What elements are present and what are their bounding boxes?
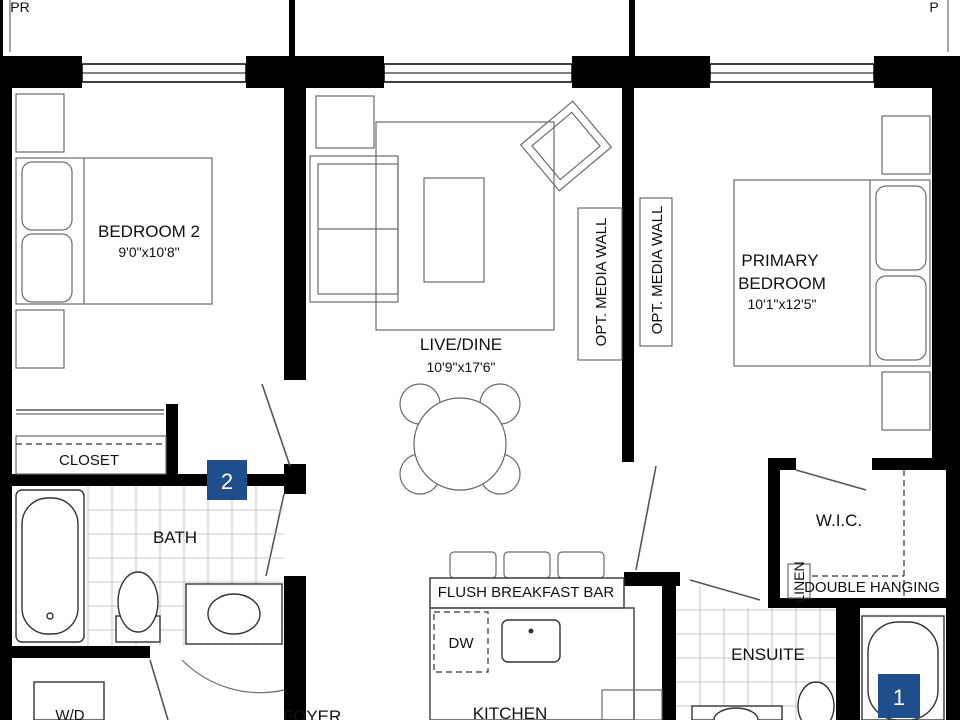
primary-name-line1: PRIMARY <box>741 251 818 270</box>
closet-label: CLOSET <box>59 452 119 469</box>
primary-dims: 10'1"x12'5" <box>747 296 816 312</box>
bath-label: BATH <box>153 528 197 547</box>
doors <box>149 383 867 720</box>
living-furniture <box>309 95 673 495</box>
primary-name-line2: BEDROOM <box>738 274 826 293</box>
media-wall-label-left: OPT. MEDIA WALL <box>593 218 610 347</box>
ensuite-label: ENSUITE <box>731 645 805 664</box>
primary-furniture <box>733 115 931 599</box>
bedroom2-dims: 9'0"x10'8" <box>118 244 179 260</box>
bath-marker-2: 2 <box>207 460 247 500</box>
live-dine-dims: 10'9"x17'6" <box>426 359 495 375</box>
bath-marker-1-number: 1 <box>893 685 905 710</box>
breakfast-bar-label: FLUSH BREAKFAST BAR <box>438 584 615 601</box>
balcony-outline <box>0 0 949 58</box>
bath-marker-2-box <box>207 460 247 500</box>
bath-marker-1: 1 <box>878 674 920 718</box>
kitchen-fixtures <box>33 551 663 720</box>
bath-fixtures <box>15 486 284 646</box>
media-wall-label-right: OPT. MEDIA WALL <box>649 206 666 335</box>
wic-label: W.I.C. <box>816 511 862 530</box>
ensuite-fixtures <box>676 586 945 720</box>
double-hanging-label: DOUBLE HANGING <box>804 579 940 596</box>
live-dine-name: LIVE/DINE <box>420 335 502 354</box>
labels: PR P BEDROOM 2 9'0"x10'8" LIVE/DINE 10'9… <box>10 0 940 720</box>
bath-marker-1-box <box>878 674 920 718</box>
bedroom2-furniture <box>15 93 213 475</box>
corner-label-right: P <box>929 0 938 15</box>
bedroom2-name: BEDROOM 2 <box>98 222 200 241</box>
wd-label: W/D <box>55 707 84 720</box>
windows <box>81 63 875 83</box>
walls <box>0 56 960 720</box>
foyer-label: FOYER <box>283 707 342 720</box>
linen-label: LINEN <box>791 561 807 602</box>
kitchen-label: KITCHEN <box>473 704 548 720</box>
bath-marker-2-number: 2 <box>221 469 233 494</box>
dw-label: DW <box>449 635 475 652</box>
corner-label-left: PR <box>10 0 29 15</box>
